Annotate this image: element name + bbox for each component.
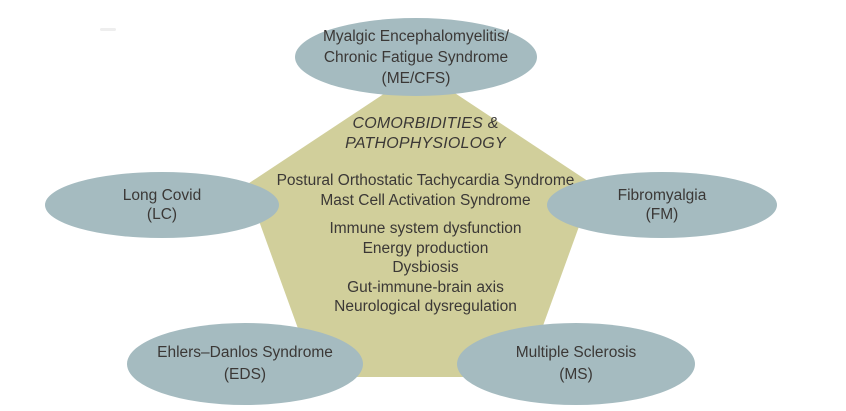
stray-dash-mark [100,28,116,31]
node-long-covid: Long Covid (LC) [45,172,279,238]
center-heading-line2: PATHOPHYSIOLOGY [345,135,506,152]
node-me-cfs: Myalgic Encephalomyelitis/ Chronic Fatig… [295,18,537,96]
node-me-cfs-line2: Chronic Fatigue Syndrome [323,48,509,66]
node-fibromyalgia: Fibromyalgia (FM) [547,172,777,238]
node-eds-label: Ehlers–Danlos Syndrome [157,344,333,361]
node-me-cfs-abbr: (ME/CFS) [381,69,451,87]
node-me-cfs-line1: Myalgic Encephalomyelitis/ [322,27,510,45]
mechanisms-list: Immune system dysfunction Energy product… [253,219,598,317]
node-ms-abbr: (MS) [559,366,593,383]
syndrome-item-pots: Postural Orthostatic Tachycardia Syndrom… [276,172,575,189]
node-ms-label: Multiple Sclerosis [515,344,637,361]
syndrome-item-mcas: Mast Cell Activation Syndrome [320,192,531,209]
node-long-covid-label: Long Covid [122,187,202,204]
mechanism-item-energy: Energy production [362,239,489,257]
node-eds: Ehlers–Danlos Syndrome (EDS) [127,323,363,405]
mechanism-item-immune: Immune system dysfunction [329,220,522,237]
syndromes-list: Postural Orthostatic Tachycardia Syndrom… [253,171,598,211]
center-heading: COMORBIDITIES & PATHOPHYSIOLOGY [253,114,598,154]
node-eds-abbr: (EDS) [223,366,267,383]
center-heading-line1: COMORBIDITIES & [352,115,499,132]
pentagon-center-text: COMORBIDITIES & PATHOPHYSIOLOGY Postural… [253,114,598,317]
mechanism-item-dysbiosis: Dysbiosis [392,259,459,276]
mechanism-item-gut-immune-brain: Gut-immune-brain axis [347,278,504,296]
node-ms: Multiple Sclerosis (MS) [457,323,695,405]
node-fibromyalgia-label: Fibromyalgia [617,187,707,204]
node-long-covid-abbr: (LC) [146,206,178,223]
mechanism-item-neurological: Neurological dysregulation [334,298,517,315]
node-fibromyalgia-abbr: (FM) [645,206,679,223]
